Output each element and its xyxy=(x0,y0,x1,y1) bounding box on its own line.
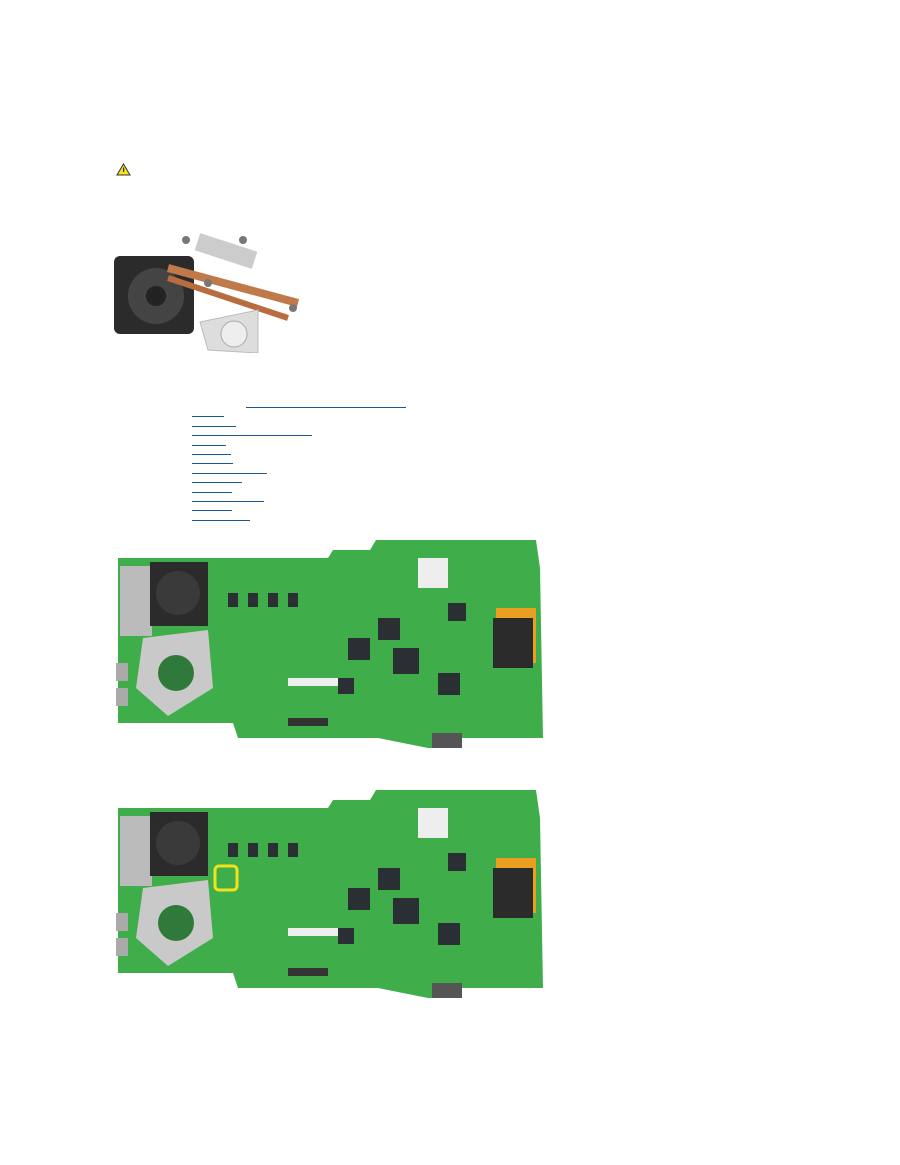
link-0[interactable] xyxy=(246,406,406,408)
link-12[interactable] xyxy=(192,519,250,521)
link-3[interactable] xyxy=(192,434,312,436)
link-2[interactable] xyxy=(192,425,236,427)
link-7[interactable] xyxy=(192,472,267,474)
link-5[interactable] xyxy=(192,453,231,455)
heatsink-fan-image xyxy=(114,233,300,353)
link-10[interactable] xyxy=(192,500,264,502)
system-board-image xyxy=(116,540,543,748)
link-1[interactable] xyxy=(192,415,224,417)
link-6[interactable] xyxy=(192,462,233,464)
system-board-highlighted-image xyxy=(116,790,543,998)
link-11[interactable] xyxy=(192,509,232,511)
warning-icon xyxy=(116,163,131,176)
link-8[interactable] xyxy=(192,481,242,483)
link-9[interactable] xyxy=(192,491,232,493)
link-4[interactable] xyxy=(192,444,226,446)
